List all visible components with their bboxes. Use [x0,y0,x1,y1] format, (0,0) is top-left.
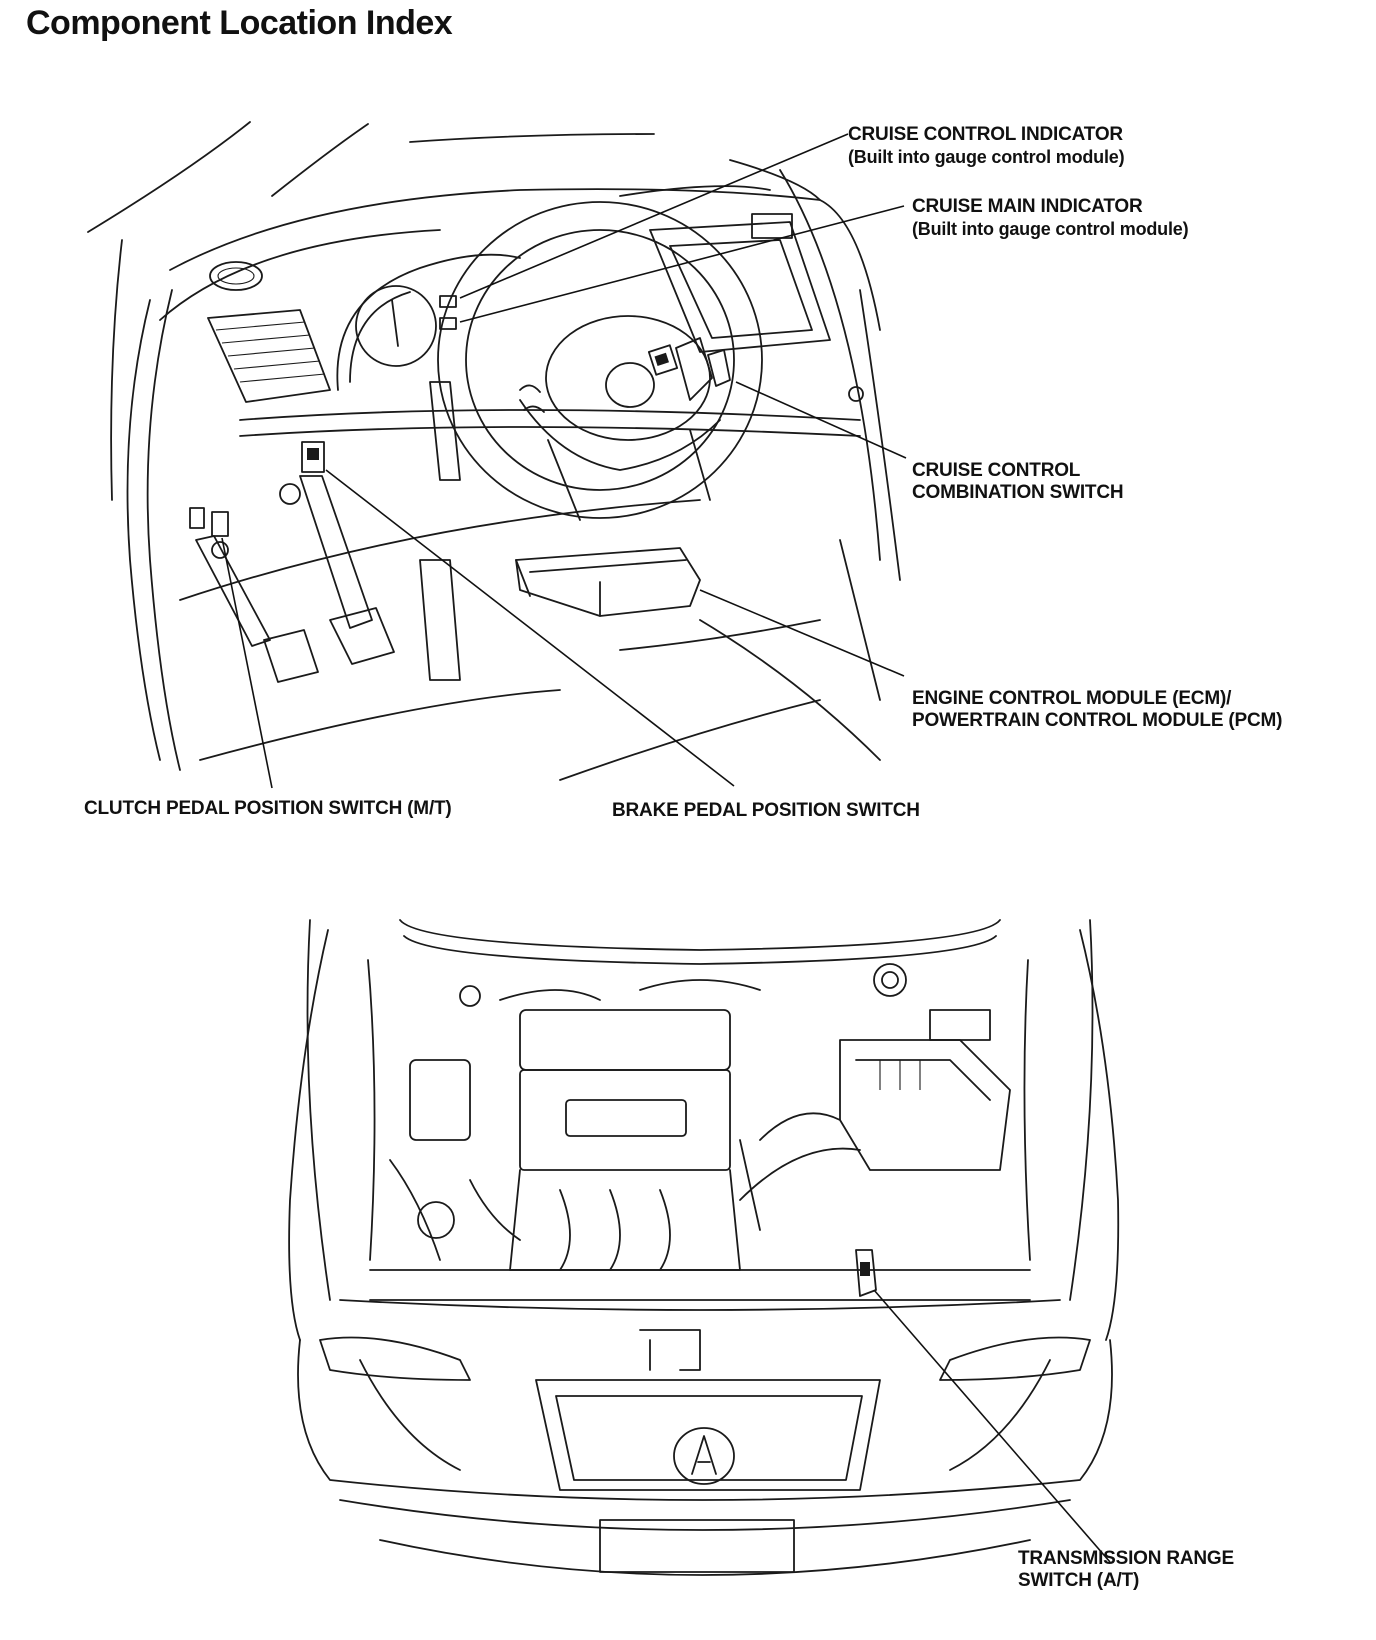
label-line: (Built into gauge control module) [848,147,1125,167]
engine-bay-illustration [288,919,1120,1576]
dashboard-illustration [87,121,901,781]
label-line: CRUISE MAIN INDICATOR [912,196,1143,217]
label-cruise-control-indicator: CRUISE CONTROL INDICATOR (Built into gau… [848,124,1125,168]
label-clutch-pedal-position-switch: CLUTCH PEDAL POSITION SWITCH (M/T) [84,798,452,819]
label-line: CRUISE CONTROL INDICATOR [848,124,1123,145]
label-line: ENGINE CONTROL MODULE (ECM)/ [912,688,1232,709]
label-cruise-control-combination-switch: CRUISE CONTROL COMBINATION SWITCH [912,460,1124,504]
label-ecm-pcm: ENGINE CONTROL MODULE (ECM)/ POWERTRAIN … [912,688,1282,732]
label-transmission-range-switch: TRANSMISSION RANGE SWITCH (A/T) [1018,1548,1234,1592]
label-line: (Built into gauge control module) [912,219,1189,239]
label-line: SWITCH (A/T) [1018,1570,1140,1591]
label-line: CRUISE CONTROL [912,460,1081,481]
label-brake-pedal-position-switch: BRAKE PEDAL POSITION SWITCH [612,800,920,821]
label-cruise-main-indicator: CRUISE MAIN INDICATOR (Built into gauge … [912,196,1189,240]
label-line: TRANSMISSION RANGE [1018,1548,1234,1569]
label-line: COMBINATION SWITCH [912,482,1124,503]
leader-lines-bottom [873,1289,1111,1563]
leader-lines-top [221,133,907,789]
label-line: POWERTRAIN CONTROL MODULE (PCM) [912,710,1283,731]
page-title: Component Location Index [26,4,453,42]
